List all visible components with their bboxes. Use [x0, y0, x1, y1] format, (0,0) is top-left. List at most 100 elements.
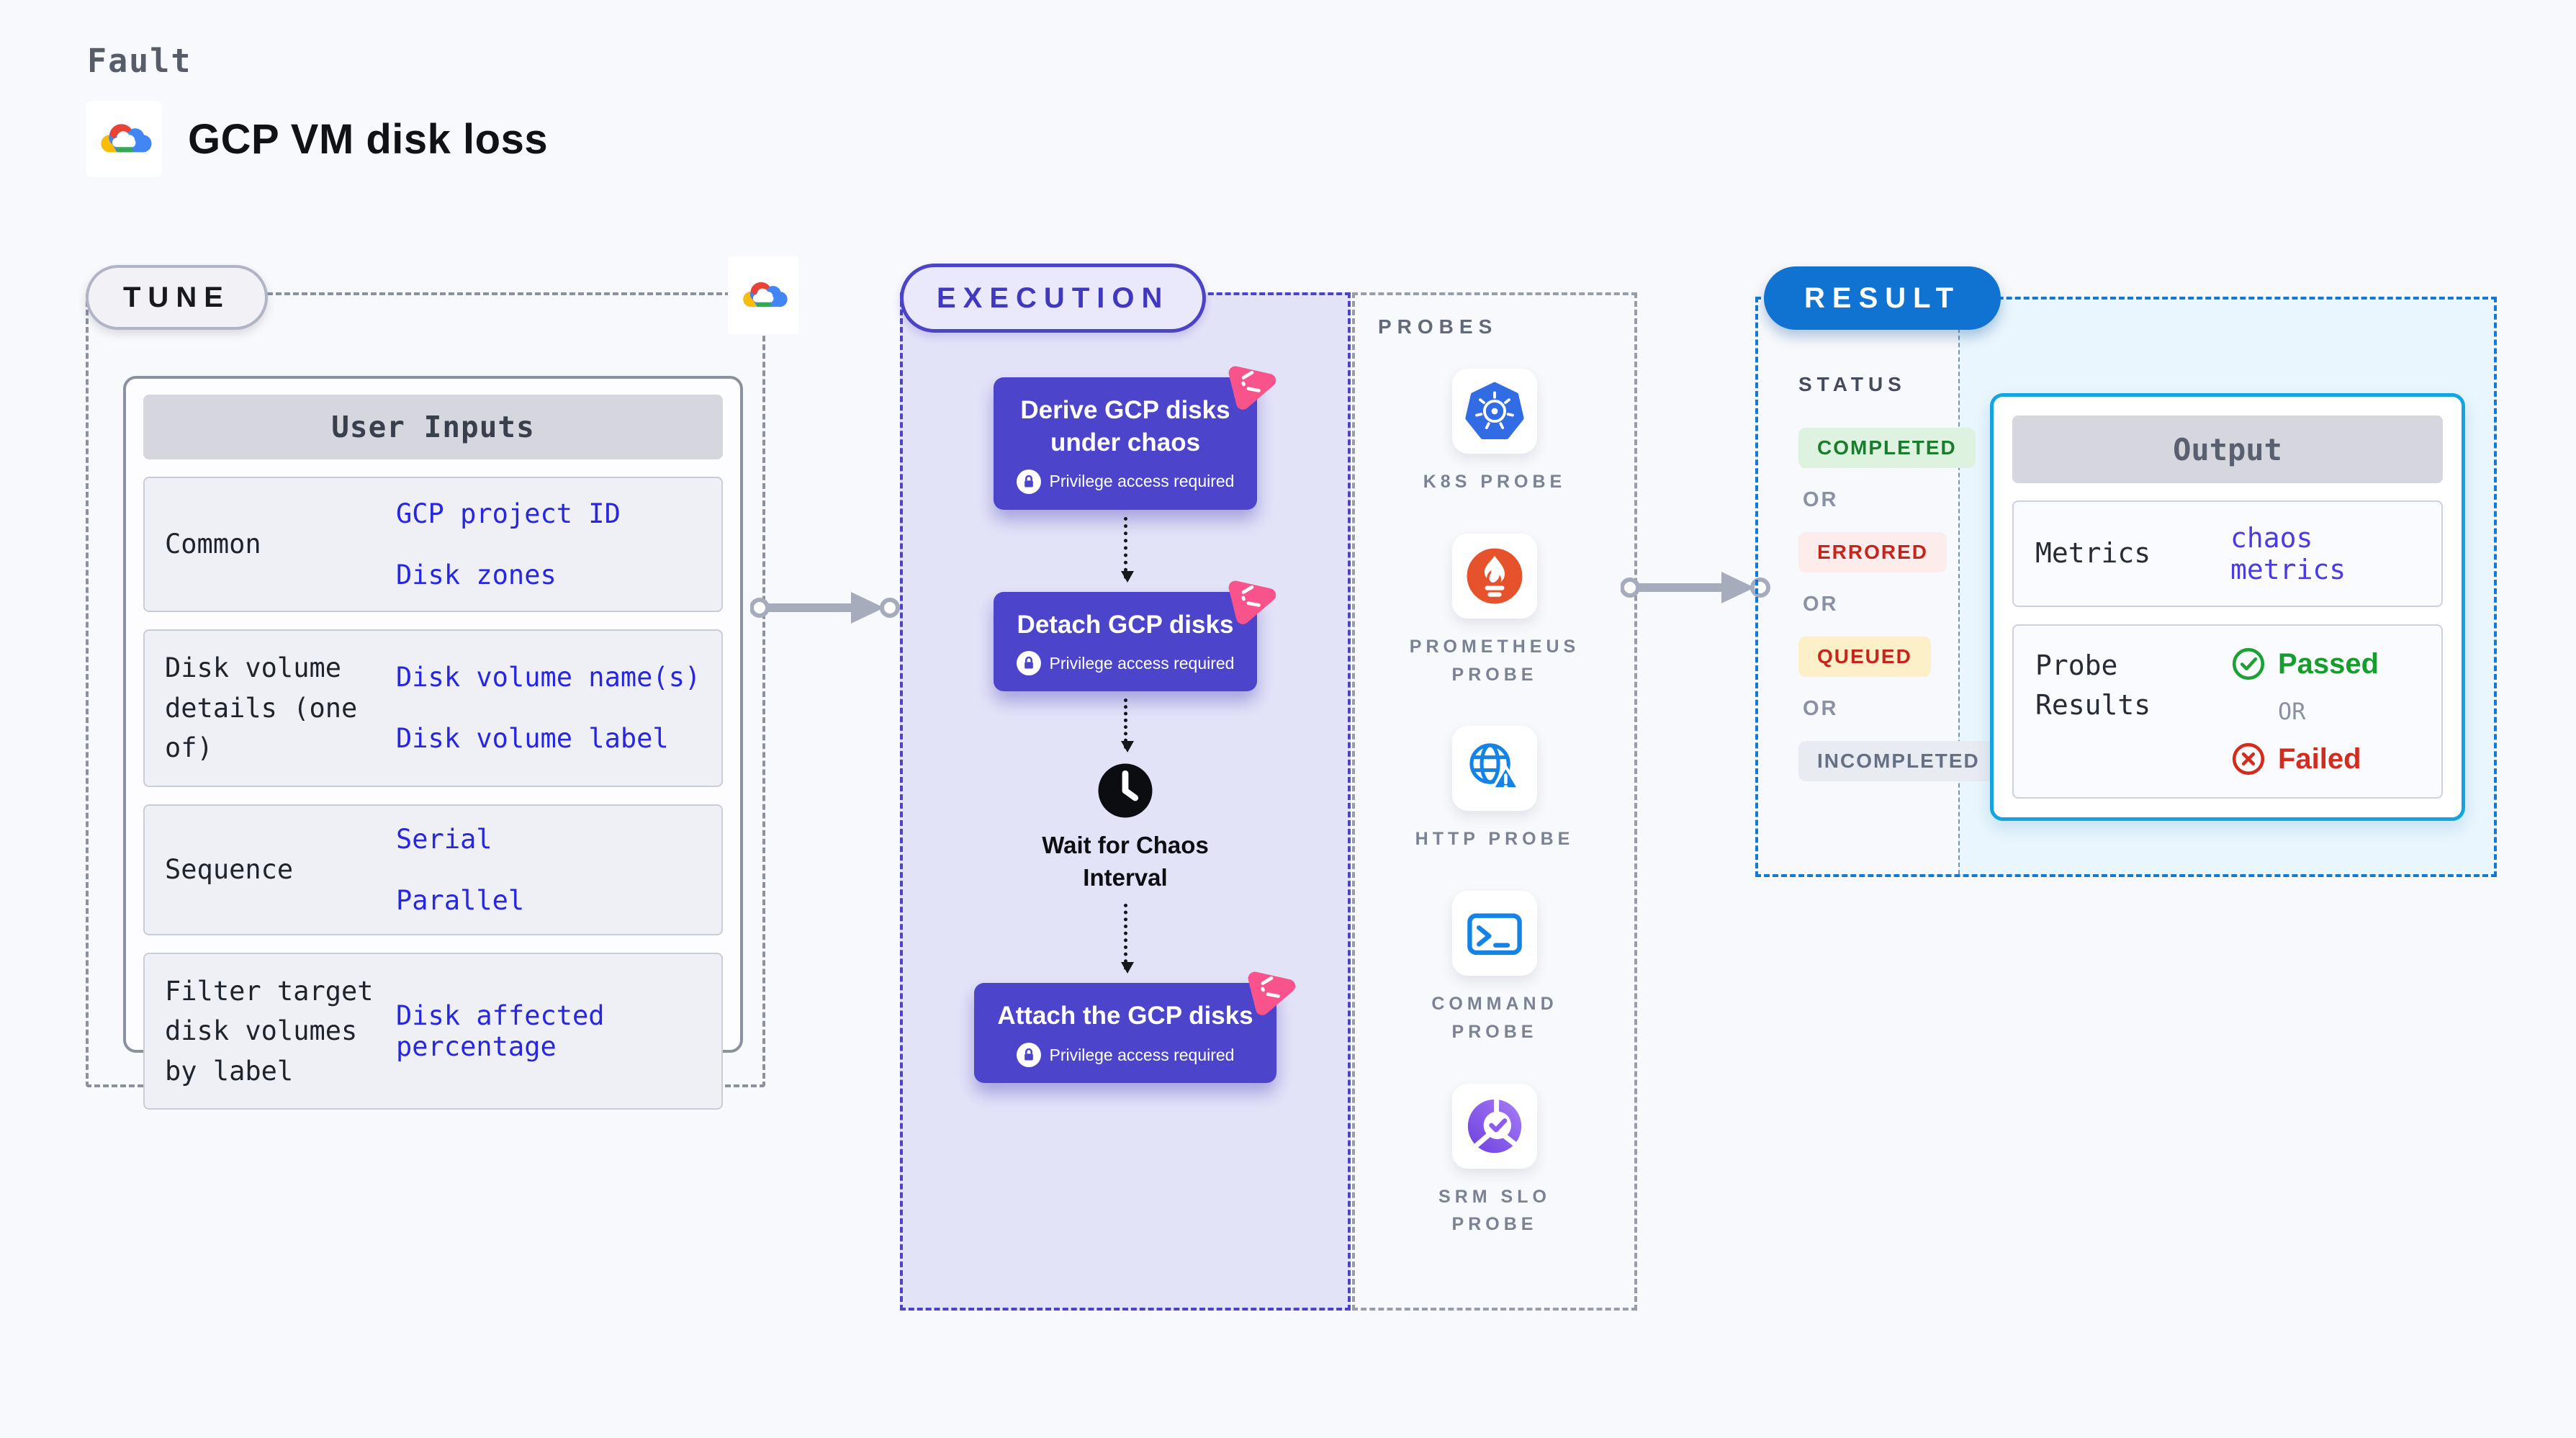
status-column: STATUS COMPLETED OR ERRORED OR QUEUED OR… — [1758, 300, 1999, 781]
execution-label: EXECUTION — [900, 264, 1207, 333]
status-badge-incompleted: INCOMPLETED — [1798, 741, 1999, 781]
privilege-text: Privilege access required — [1049, 653, 1235, 673]
passed-row: Passed — [2230, 646, 2379, 682]
dotted-arrow-down — [1120, 904, 1134, 974]
row-label: Sequence — [165, 853, 294, 885]
step-title: Attach the GCP disks — [997, 1002, 1253, 1030]
probe-tile — [1452, 533, 1537, 619]
metrics-label: Metrics — [2035, 537, 2151, 570]
probe-command: COMMAND PROBE — [1431, 891, 1557, 1046]
dotted-arrow-down — [1120, 516, 1134, 583]
step-derive-gcp-disks: Derive GCP disks under chaos Privilege a… — [993, 366, 1276, 510]
row-label: Filter target disk volumes by label — [165, 975, 374, 1087]
row-value: Serial — [396, 823, 492, 855]
status-badge-errored: ERRORED — [1798, 532, 1947, 572]
prometheus-icon — [1467, 548, 1523, 604]
output-header: Output — [2012, 415, 2443, 483]
probe-prometheus: PROMETHEUS PROBE — [1409, 533, 1580, 689]
dotted-arrow-down — [1120, 698, 1134, 753]
table-row: Filter target disk volumes by label Disk… — [143, 952, 723, 1110]
probe-name: COMMAND PROBE — [1431, 994, 1558, 1042]
passed-text: Passed — [2278, 647, 2379, 680]
execution-section: EXECUTION Derive GCP disks under chaos — [900, 264, 1351, 1311]
metrics-row: Metrics chaos metrics — [2012, 500, 2443, 607]
row-label: Disk volume details (one of) — [165, 652, 358, 763]
result-label: RESULT — [1764, 266, 2001, 330]
lock-icon — [1016, 1043, 1041, 1068]
x-circle-icon — [2232, 742, 2265, 776]
metrics-value: chaos metrics — [2230, 522, 2346, 585]
or-separator: OR — [1803, 697, 1839, 720]
failed-text: Failed — [2278, 742, 2361, 775]
clock-icon — [1098, 763, 1153, 818]
probe-tile — [1452, 1083, 1537, 1169]
slo-pie-check-icon — [1467, 1097, 1522, 1153]
or-separator: OR — [1803, 593, 1839, 616]
probe-tile — [1451, 726, 1537, 812]
page-title: GCP VM disk loss — [188, 115, 549, 163]
failed-row: Failed — [2230, 741, 2379, 777]
privilege-note: Privilege access required — [997, 1043, 1253, 1068]
user-inputs-table: User Inputs Common GCP project ID Disk z… — [123, 376, 743, 1110]
probe-name: HTTP PROBE — [1415, 829, 1575, 850]
status-badge-completed: COMPLETED — [1798, 428, 1976, 468]
row-value: Disk volume label — [396, 723, 669, 755]
row-value: Parallel — [396, 884, 525, 916]
probes-label: PROBES — [1378, 315, 1498, 338]
step-title: Derive GCP disks under chaos — [1020, 396, 1230, 457]
user-inputs-header: User Inputs — [143, 395, 723, 459]
privilege-note: Privilege access required — [1016, 469, 1235, 494]
row-value: GCP project ID — [396, 498, 621, 529]
chaos-icon — [1229, 366, 1276, 410]
chaos-icon — [1229, 580, 1276, 624]
tune-label: TUNE — [86, 265, 268, 330]
probe-http: HTTP PROBE — [1415, 726, 1575, 853]
probe-srm-slo: SRM SLO PROBE — [1438, 1083, 1551, 1239]
kubernetes-icon — [1465, 382, 1524, 439]
globe-warning-icon — [1469, 743, 1521, 791]
chaos-icon — [1248, 972, 1295, 1016]
wait-title: Wait for Chaos Interval — [1042, 832, 1209, 891]
probe-tile — [1451, 369, 1537, 454]
privilege-text: Privilege access required — [1049, 472, 1235, 491]
arrow-probes-to-result — [1621, 572, 1770, 603]
probe-name: K8S PROBE — [1423, 472, 1567, 492]
or-separator: OR — [2278, 698, 2306, 725]
row-value: Disk zones — [396, 560, 557, 590]
table-row: Sequence Serial Parallel — [143, 804, 723, 935]
title-row: GCP VM disk loss — [86, 101, 548, 177]
terminal-icon — [1467, 913, 1522, 956]
row-label: Common — [165, 529, 261, 560]
status-badge-queued: QUEUED — [1798, 637, 1931, 677]
step-attach-gcp-disks: Attach the GCP disks Privilege access re… — [974, 972, 1295, 1084]
table-row: Common GCP project ID Disk zones — [143, 477, 723, 612]
probe-k8s: K8S PROBE — [1423, 369, 1566, 496]
row-value: Disk affected percentage — [396, 999, 605, 1062]
privilege-text: Privilege access required — [1049, 1045, 1235, 1064]
probe-results-label: Probe Results — [2035, 650, 2151, 722]
gcp-cloud-icon — [101, 124, 152, 153]
result-section: RESULT STATUS COMPLETED OR ERRORED OR QU… — [1755, 266, 2497, 877]
table-row: Disk volume details (one of) Disk volume… — [143, 629, 723, 787]
step-title: Detach GCP disks — [1017, 610, 1234, 639]
tune-section: TUNE User Inputs Common GCP project ID D… — [86, 256, 798, 1110]
step-detach-gcp-disks: Detach GCP disks Privilege access requir… — [993, 580, 1276, 692]
fault-kicker: Fault — [87, 42, 192, 80]
lock-icon — [1016, 469, 1041, 494]
gcp-corner-logo — [728, 256, 798, 334]
probe-tile — [1451, 891, 1537, 976]
row-value: Disk volume name(s) — [396, 662, 701, 693]
probe-name: PROMETHEUS PROBE — [1409, 636, 1580, 685]
gcp-cloud-icon — [743, 282, 788, 307]
privilege-note: Privilege access required — [1016, 651, 1235, 676]
step-wait-for-chaos-interval: Wait for Chaos Interval — [1042, 762, 1209, 894]
output-card: Output Metrics chaos metrics Probe Resul… — [1990, 393, 2465, 821]
status-heading: STATUS — [1798, 373, 1906, 395]
gcp-logo — [86, 101, 162, 177]
or-separator: OR — [1803, 488, 1839, 511]
probe-results-row: Probe Results Passed OR — [2012, 624, 2443, 799]
lock-icon — [1016, 651, 1041, 676]
arrow-tune-to-execution — [750, 592, 900, 624]
probe-name: SRM SLO PROBE — [1438, 1186, 1551, 1235]
